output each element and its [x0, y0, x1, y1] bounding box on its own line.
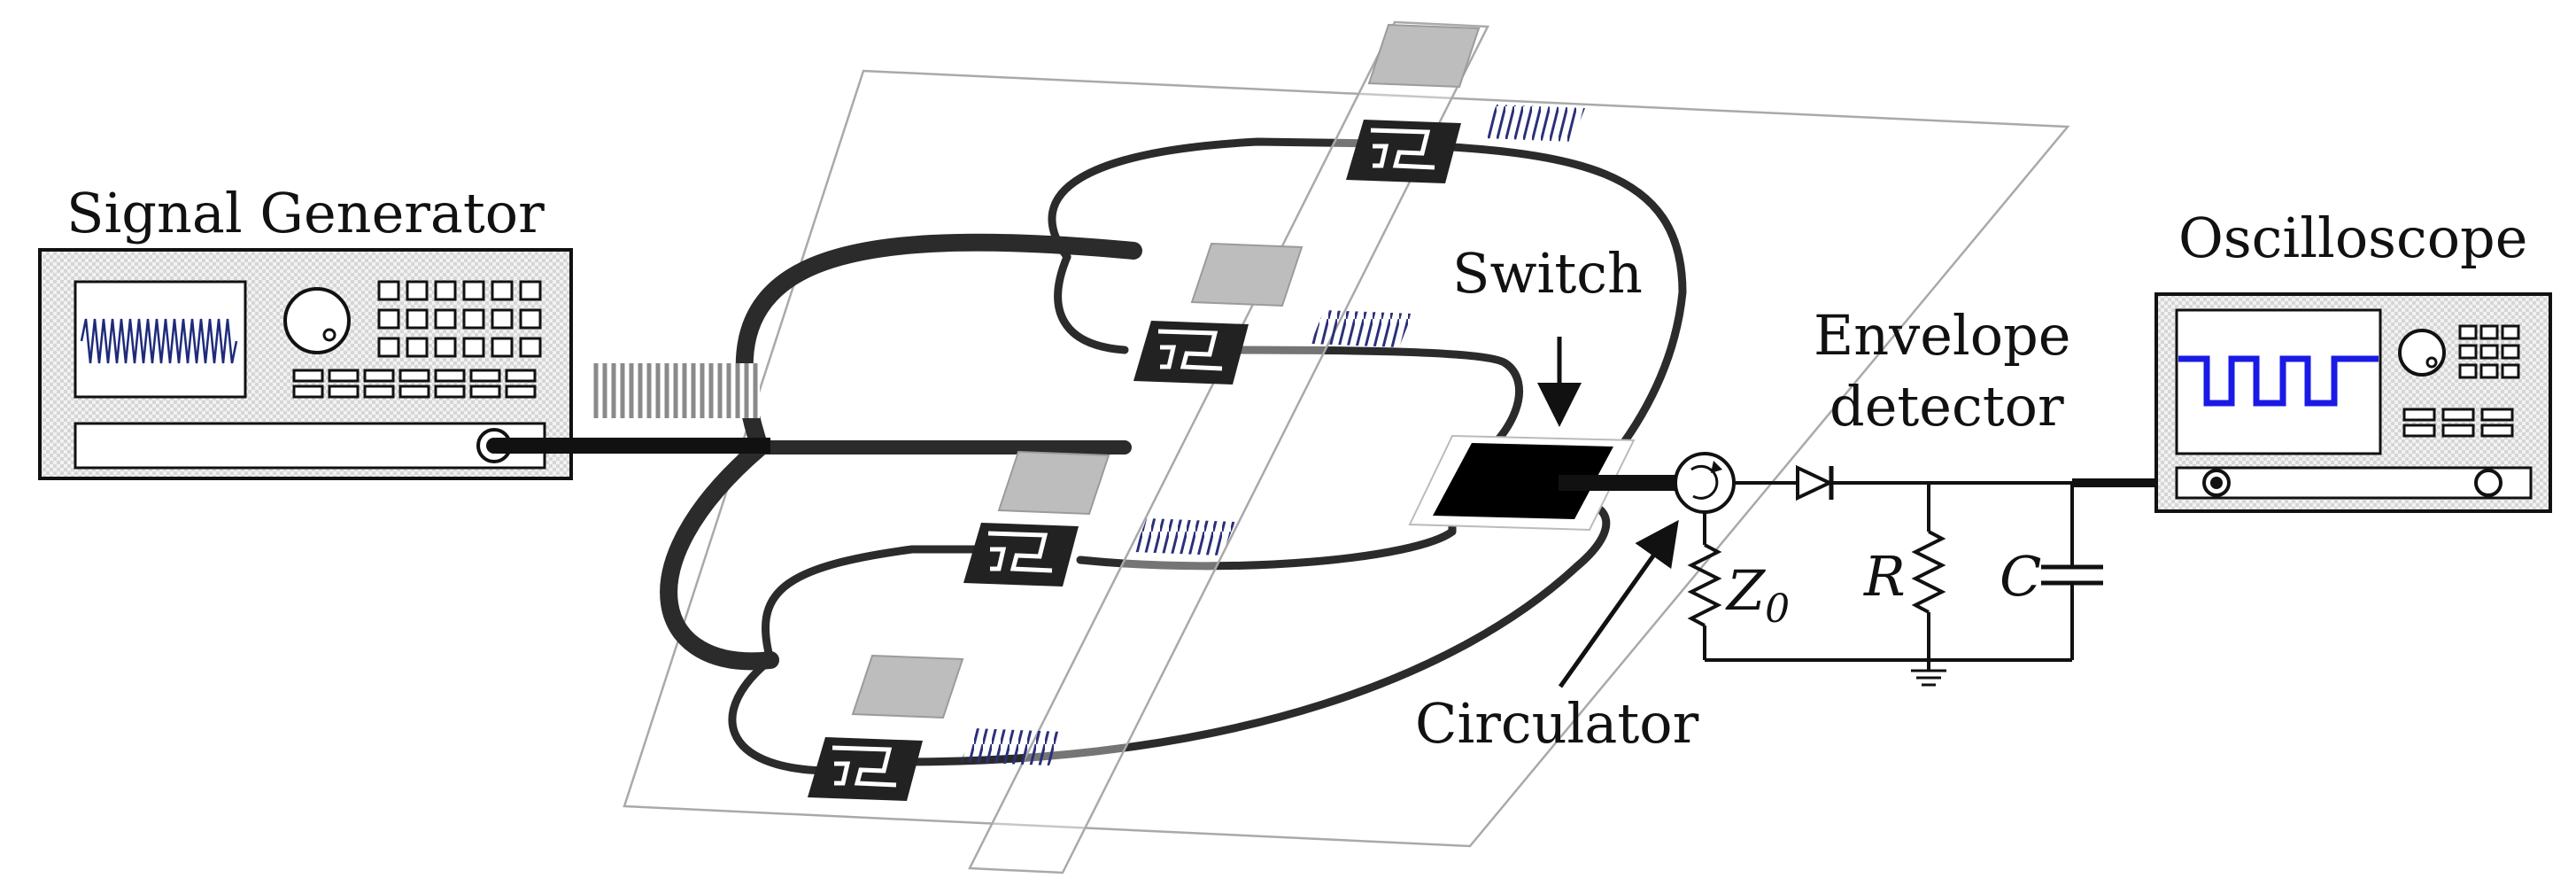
oscilloscope	[2154, 292, 2552, 513]
idt-1	[1346, 120, 1461, 183]
oscilloscope-knob	[2398, 329, 2446, 377]
faded-idt-3	[997, 450, 1110, 516]
generator-buttons	[292, 369, 537, 399]
z0-resistor	[1687, 543, 1722, 627]
switch	[1408, 337, 1683, 532]
saw-wave-packets	[961, 105, 1585, 765]
idt-3	[963, 523, 1079, 587]
circulator-arrow	[1558, 519, 1679, 688]
faded-idt-1	[1367, 23, 1481, 89]
detector-circuit	[1558, 452, 2218, 688]
envelope-detector-label-line1: Envelope	[1814, 303, 2070, 368]
oscilloscope-port-2	[2474, 469, 2503, 497]
loop-2	[1195, 346, 1523, 483]
z0-label: Z0	[1725, 558, 1790, 632]
input-rf-burst	[592, 363, 760, 418]
r-label: R	[1863, 544, 1906, 609]
signal-generator	[38, 248, 573, 480]
wave-packet-3	[1133, 518, 1235, 556]
z0-main: Z	[1725, 558, 1766, 623]
generator-waveform	[80, 318, 238, 364]
z0-subscript: 0	[1765, 587, 1790, 632]
generator-keypad	[377, 280, 542, 358]
oscilloscope-input-panel	[2175, 466, 2533, 500]
oscilloscope-label: Oscilloscope	[2178, 206, 2527, 270]
circulator-label: Circulator	[1415, 691, 1699, 756]
loop-1-tail	[1054, 253, 1129, 354]
r-resistor	[1911, 530, 1946, 614]
idt-2	[1133, 321, 1249, 385]
wave-packet-4	[961, 728, 1063, 765]
active-idt-transducers	[808, 120, 1461, 801]
oscilloscope-buttons	[2402, 408, 2514, 438]
switch-block-icon	[1433, 443, 1613, 519]
faded-idt-2	[1190, 242, 1303, 307]
diode-icon	[1796, 464, 1834, 501]
loop-3	[761, 527, 1457, 664]
ground-icon	[1911, 660, 1946, 687]
loop-4	[728, 499, 1611, 775]
circulator-icon	[1674, 452, 1736, 514]
wave-packet-2	[1311, 310, 1412, 347]
signal-generator-label: Signal Generator	[66, 181, 545, 245]
oscilloscope-screen	[2175, 308, 2382, 455]
generator-knob	[283, 287, 351, 354]
oscilloscope-keypad	[2458, 324, 2520, 379]
substrate	[623, 69, 2070, 848]
transducer-strip	[851, 20, 1489, 874]
wave-packet-1	[1483, 105, 1585, 142]
generator-output-panel	[73, 422, 546, 470]
oscilloscope-square-wave	[2178, 355, 2379, 407]
faded-idt-4	[851, 654, 964, 719]
c-label: C	[2000, 544, 2041, 609]
envelope-detector-label-line2: detector	[1830, 374, 2064, 439]
loop-1	[1048, 137, 1687, 509]
switch-label: Switch	[1452, 241, 1643, 306]
idt-4	[808, 737, 923, 801]
